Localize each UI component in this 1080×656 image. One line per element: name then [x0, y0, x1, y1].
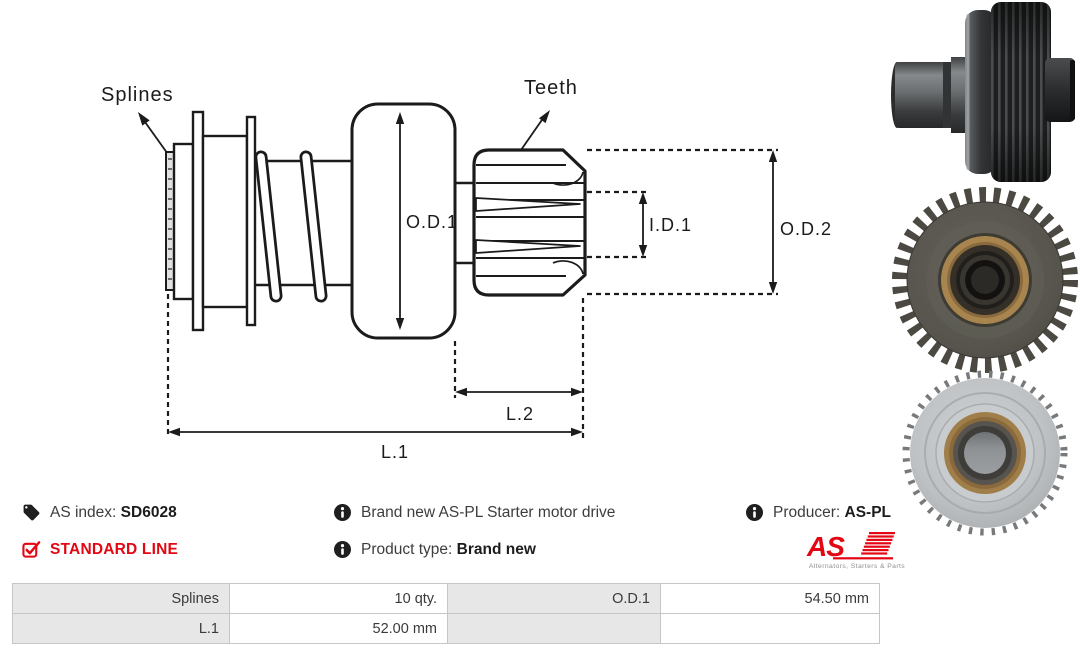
od1-label: O.D.1: [406, 212, 458, 232]
checkbox-checked-icon: [22, 541, 41, 558]
spec-value-cell: [660, 613, 880, 644]
l2-dimension: L.2: [455, 387, 583, 424]
od1-dimension: O.D.1: [395, 112, 458, 330]
description-row: Brand new AS-PL Starter motor drive: [333, 503, 615, 522]
l2-label: L.2: [506, 404, 534, 424]
front-flange: [191, 110, 205, 332]
splines-arrow: [138, 112, 171, 158]
logo-stripes: [833, 532, 895, 560]
spec-label-cell: [447, 613, 661, 644]
extension-lines: [166, 148, 778, 438]
id1-dimension: I.D.1: [638, 192, 692, 257]
info-icon: [746, 504, 763, 521]
product-type-row: Product type: Brand new: [333, 540, 536, 559]
spec-row: Splines 10 qty. O.D.1 54.50 mm: [12, 583, 880, 614]
producer-text: Producer: AS-PL: [773, 503, 892, 521]
product-photo-gear-front: [892, 187, 1078, 373]
pinion-gear: [472, 148, 587, 297]
as-index-row: AS index: SD6028: [22, 503, 177, 522]
spec-label-cell: Splines: [12, 583, 230, 614]
spec-value-cell: 54.50 mm: [660, 583, 880, 614]
info-icon: [334, 504, 351, 521]
standard-line-row: STANDARD LINE: [22, 540, 178, 559]
spec-row: L.1 52.00 mm: [12, 613, 880, 644]
technical-diagram: Splines Teeth: [101, 77, 832, 462]
od2-dimension: O.D.2: [768, 150, 832, 294]
as-index-text: AS index: SD6028: [50, 503, 177, 521]
clutch-housing: [350, 102, 457, 340]
info-icon: [334, 541, 351, 558]
teeth-arrow: [520, 110, 550, 151]
spec-label-cell: L.1: [12, 613, 230, 644]
spec-table: Splines 10 qty. O.D.1 54.50 mm L.1 52.00…: [12, 583, 880, 644]
spring-section: [254, 150, 352, 303]
product-photo-side-view: [891, 2, 1075, 182]
id1-label: I.D.1: [649, 215, 692, 235]
shaft-collar: [172, 142, 195, 301]
spec-value-cell: 10 qty.: [229, 583, 448, 614]
description-text: Brand new AS-PL Starter motor drive: [361, 503, 616, 521]
logo-tagline: Alternators, Starters & Parts: [809, 563, 905, 570]
as-pl-logo: AS Alternators, Starters & Parts: [806, 531, 905, 570]
l1-dimension: L.1: [168, 427, 583, 462]
splines-label: Splines: [101, 84, 174, 106]
l1-label: L.1: [381, 442, 409, 462]
od2-label: O.D.2: [780, 219, 832, 239]
spec-value-cell: 52.00 mm: [229, 613, 448, 644]
product-photo-clutch-back: [902, 370, 1068, 536]
teeth-label: Teeth: [524, 77, 578, 99]
rear-flange: [245, 115, 257, 327]
tag-icon: [23, 504, 40, 521]
bearing-block: [201, 134, 249, 309]
spec-label-cell: O.D.1: [447, 583, 661, 614]
producer-row: Producer: AS-PL: [745, 503, 891, 522]
logo-wordmark: AS: [806, 531, 845, 562]
product-type-text: Product type: Brand new: [361, 540, 536, 558]
standard-line-badge: STANDARD LINE: [50, 540, 179, 558]
